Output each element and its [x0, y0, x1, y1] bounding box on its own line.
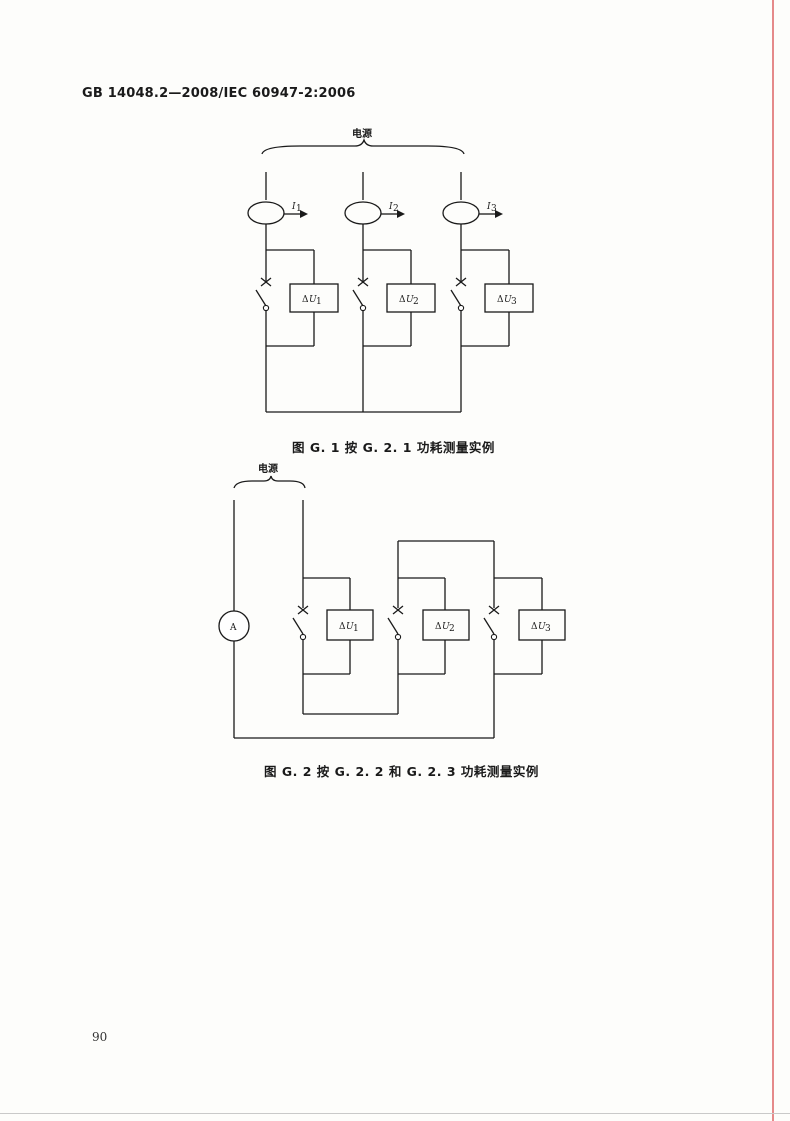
g2-voltage-label-2-sym: U: [442, 622, 450, 632]
breaker-cross-2: [357, 277, 369, 287]
switch-blade-g2-2: [387, 617, 399, 635]
voltage-label-3-prefix: Δ: [497, 295, 504, 305]
current-label-1-sub: 1: [296, 204, 302, 214]
branch-2: I 2 Δ U 2: [344, 172, 436, 412]
g2-voltage-label-3-prefix: Δ: [531, 622, 538, 632]
voltage-label-3-sub: 3: [511, 297, 517, 307]
branch-1: I 1 Δ U 1: [247, 172, 339, 412]
breaker-cross-g2-2: [392, 605, 404, 615]
voltage-label-2-prefix: Δ: [399, 295, 406, 305]
bottom-rule: [0, 1113, 790, 1114]
switch-blade-1: [255, 289, 267, 307]
g2-voltage-label-3-sym: U: [538, 622, 546, 632]
voltage-label-2-sym: U: [406, 295, 414, 305]
arrow-head-2: [397, 210, 405, 218]
series-unit-2: Δ U 2: [387, 577, 470, 714]
current-label-2-sub: 2: [393, 204, 399, 214]
voltage-label-1-sub: 1: [316, 297, 322, 307]
voltage-label-1-sym: U: [309, 295, 317, 305]
g2-voltage-label-2-sub: 2: [449, 624, 455, 634]
switch-blade-2: [352, 289, 364, 307]
switch-blade-g2-1: [292, 617, 304, 635]
switch-contact-2: [359, 304, 367, 312]
supply-label-2: 电源: [258, 462, 278, 475]
current-label-3-sub: 3: [491, 204, 497, 214]
g2-voltage-label-3-sub: 3: [545, 624, 551, 634]
switch-contact-3: [457, 304, 465, 312]
margin-rule: [772, 0, 774, 1121]
voltage-label-1-prefix: Δ: [302, 295, 309, 305]
switch-contact-g2-3: [490, 633, 498, 641]
figure-g1-caption: 图 G. 1 按 G. 2. 1 功耗测量实例: [292, 440, 495, 455]
breaker-cross-1: [260, 277, 272, 287]
current-label-2-sym: I: [388, 202, 393, 212]
switch-blade-3: [450, 289, 462, 307]
current-label-1-sym: I: [291, 202, 296, 212]
page-number: 90: [92, 1030, 108, 1044]
supply-brace: [261, 137, 465, 155]
figure-g2-caption: 图 G. 2 按 G. 2. 2 和 G. 2. 3 功耗测量实例: [264, 764, 539, 779]
g2-voltage-label-1-sym: U: [346, 622, 354, 632]
standard-header: GB 14048.2—2008/IEC 60947-2:2006: [82, 86, 356, 101]
current-label-3-sym: I: [486, 202, 491, 212]
branch-3: I 3 Δ U 3: [442, 172, 534, 412]
ammeter-label: A: [229, 623, 237, 633]
supply-brace-2: [233, 475, 306, 489]
voltage-label-2-sub: 2: [413, 297, 419, 307]
g2-voltage-label-2-prefix: Δ: [435, 622, 442, 632]
g2-voltage-label-1-prefix: Δ: [339, 622, 346, 632]
switch-blade-g2-3: [483, 617, 495, 635]
series-unit-3: Δ U 3: [483, 577, 566, 738]
g2-voltage-label-1-sub: 1: [353, 624, 359, 634]
series-unit-1: Δ U 1: [292, 577, 374, 714]
switch-contact-g2-1: [299, 633, 307, 641]
breaker-cross-3: [455, 277, 467, 287]
arrow-head-1: [300, 210, 308, 218]
switch-contact-g2-2: [394, 633, 402, 641]
voltage-box-g2-2: [422, 609, 470, 641]
voltage-label-3-sym: U: [504, 295, 512, 305]
breaker-cross-g2-1: [297, 605, 309, 615]
arrow-head-3: [495, 210, 503, 218]
supply-label: 电源: [352, 127, 372, 140]
switch-contact-1: [262, 304, 270, 312]
breaker-cross-g2-3: [488, 605, 500, 615]
